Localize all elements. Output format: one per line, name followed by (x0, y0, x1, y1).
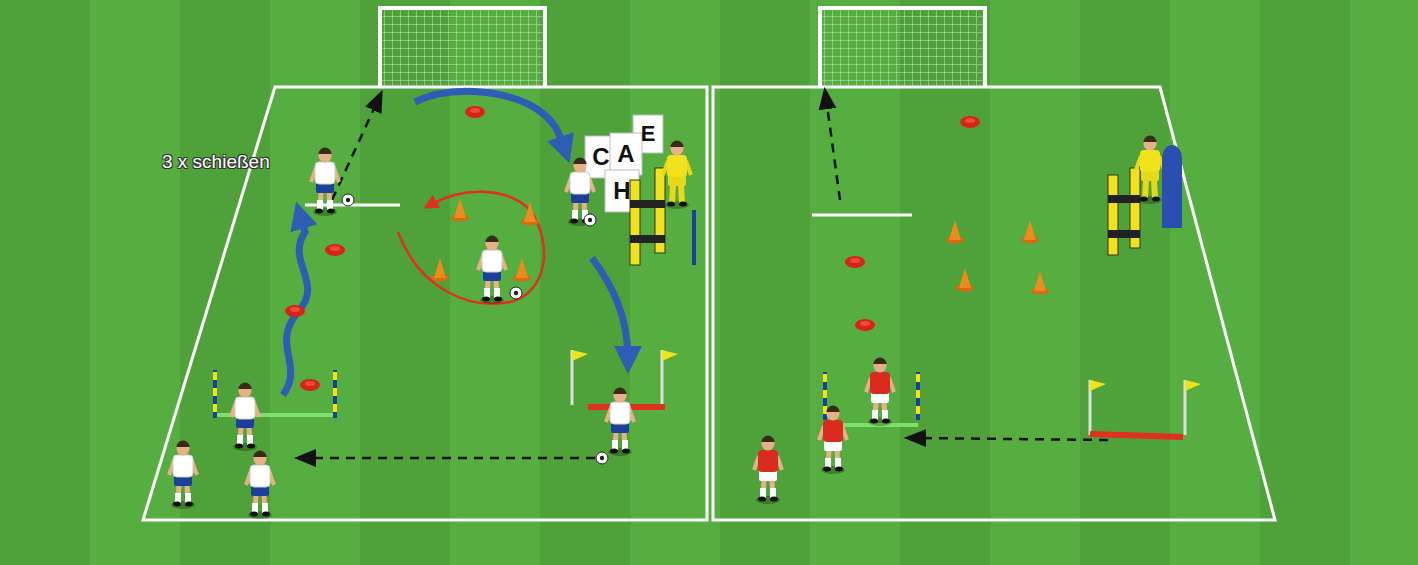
pitch-outline (143, 87, 707, 520)
pitch-outline (713, 87, 1275, 520)
pass-path (305, 457, 595, 460)
dribble-path (283, 215, 308, 395)
card-letter: H (613, 178, 630, 204)
shot-path (332, 100, 378, 200)
goal (820, 8, 985, 86)
goal (380, 8, 545, 86)
card-letter: E (641, 122, 656, 146)
pass-path (915, 438, 1108, 440)
run-path (415, 91, 565, 150)
shot-path (826, 98, 840, 200)
letter-cards (585, 115, 663, 212)
hurdles (630, 168, 665, 265)
dummy (1162, 145, 1182, 228)
card-letter: A (617, 141, 634, 167)
run-path (592, 258, 628, 360)
drill-note: 3 x schießen (162, 152, 270, 173)
dribble-circle (398, 192, 544, 304)
hurdles (1108, 168, 1140, 255)
card-letter: C (592, 144, 609, 170)
